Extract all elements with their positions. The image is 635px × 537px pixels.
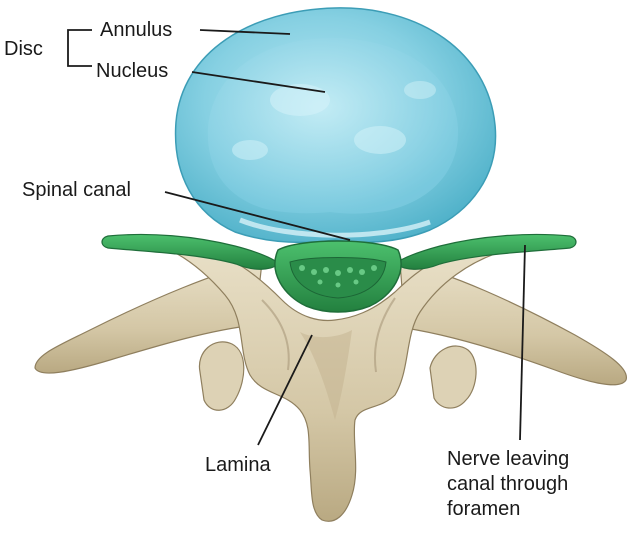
disc-label: Disc (4, 37, 43, 61)
nerve-label-line1: Nerve leaving (447, 447, 569, 471)
nerve-label-line3: foramen (447, 497, 520, 521)
annulus-label: Annulus (100, 18, 172, 42)
nucleus-label: Nucleus (96, 59, 168, 83)
lamina-label: Lamina (205, 453, 271, 477)
spinal-canal-label: Spinal canal (22, 178, 131, 202)
disc-bracket (68, 30, 92, 66)
nerve-label-line2: canal through (447, 472, 568, 496)
